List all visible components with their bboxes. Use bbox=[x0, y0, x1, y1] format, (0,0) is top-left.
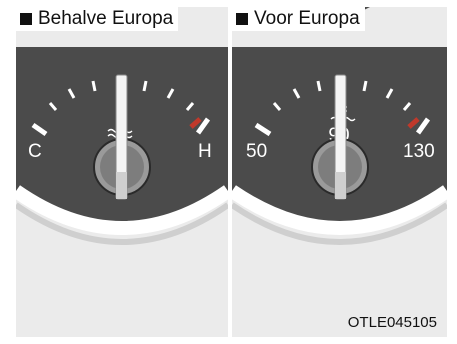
gauge-tick-min bbox=[31, 122, 48, 137]
gauge-tick-max bbox=[195, 117, 211, 135]
gauge-min-label: C bbox=[28, 141, 42, 162]
gauge-tick bbox=[316, 80, 322, 92]
gauge-tick bbox=[385, 88, 394, 99]
gauge-tick bbox=[142, 80, 148, 92]
gauge-tick bbox=[166, 88, 175, 99]
gauge-max-label: H bbox=[198, 141, 212, 162]
gauge-tick bbox=[185, 102, 195, 111]
panel-label: Voor Europa bbox=[232, 7, 365, 31]
gauge-tick bbox=[362, 80, 368, 92]
temperature-gauge: C H bbox=[16, 7, 228, 245]
gauge-tick-min bbox=[254, 122, 272, 137]
temperature-gauge: 90 50 130 bbox=[232, 7, 447, 245]
gauge-tick-max-red bbox=[189, 117, 202, 129]
gauge-tick bbox=[272, 102, 282, 111]
gauge-tick bbox=[48, 102, 58, 111]
gauge-bezel-shadow bbox=[16, 202, 228, 245]
gauge-tick bbox=[292, 88, 301, 99]
black-square-icon bbox=[20, 13, 32, 25]
gauge-bezel bbox=[16, 185, 228, 235]
gauge-tick bbox=[402, 102, 412, 111]
gauge-panel-left: Behalve Europa C H bbox=[16, 7, 228, 337]
gauge-max-label: 130 bbox=[403, 141, 435, 162]
gauge-bezel-shadow bbox=[232, 202, 447, 245]
gauge-ticks bbox=[254, 80, 431, 137]
gauge-needle-base bbox=[116, 172, 127, 199]
gauge-ticks bbox=[31, 80, 211, 137]
panel-label-text: Voor Europa bbox=[254, 8, 360, 29]
gauge-tick-max-red bbox=[407, 117, 420, 129]
gauge-bezel bbox=[232, 185, 447, 235]
gauge-panel-right: Voor Europa 90 50 130 OTLE bbox=[232, 7, 447, 337]
gauge-tick-max bbox=[415, 117, 431, 135]
black-square-icon bbox=[236, 13, 248, 25]
gauge-tick bbox=[91, 80, 97, 92]
panel-label-text: Behalve Europa bbox=[38, 8, 174, 29]
panel-label: Behalve Europa bbox=[16, 7, 179, 31]
gauge-min-label: 50 bbox=[246, 141, 267, 162]
figure-code: OTLE045105 bbox=[347, 314, 437, 331]
gauge-needle-base bbox=[335, 172, 346, 199]
gauge-tick bbox=[67, 88, 76, 99]
